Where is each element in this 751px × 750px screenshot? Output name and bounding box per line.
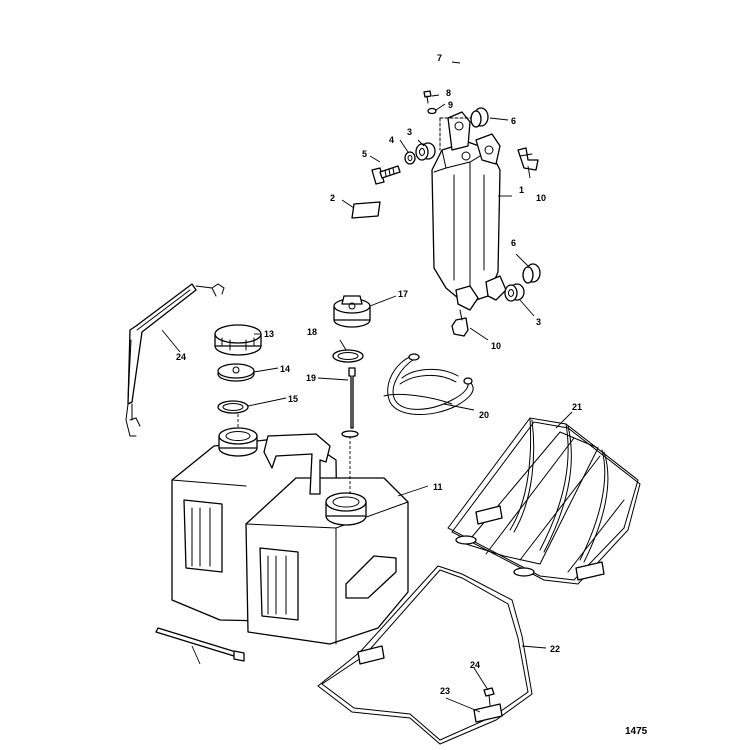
callout-3-upper: 3 [407, 127, 412, 137]
plug-lower [522, 263, 541, 284]
oil-reservoir [431, 111, 507, 311]
callout-9: 9 [448, 100, 453, 110]
callout-7: 7 [437, 53, 442, 63]
washer [404, 151, 416, 165]
callout-10-upper: 10 [536, 193, 546, 203]
callout-2: 2 [330, 193, 335, 203]
callout-18: 20 [479, 410, 489, 420]
screw-22 [483, 687, 495, 706]
bolt [371, 165, 401, 185]
grommet-upper [415, 142, 436, 161]
decal-plate [351, 201, 381, 219]
grommet-lower [504, 283, 525, 302]
callout-19: 21 [572, 402, 582, 412]
callout-16: 18 [307, 327, 317, 337]
callout-1: 1 [519, 185, 524, 195]
leader-lines [161, 94, 573, 713]
callout-3-lower: 3 [536, 317, 541, 327]
callout-22: 24 [470, 660, 480, 670]
tank-tray [447, 417, 641, 585]
screw-small [423, 90, 432, 104]
reservoir-cap [333, 295, 371, 328]
callout-12: 13 [264, 329, 274, 339]
gasket-16 [332, 349, 364, 363]
callout-15: 17 [398, 289, 408, 299]
callout-21: 23 [440, 686, 450, 696]
pickup-tube [341, 367, 359, 438]
fuel-tank [171, 427, 409, 645]
clip-upper [517, 147, 539, 171]
callout-11: 11 [433, 482, 443, 492]
callout-labels: 7 8 9 6 3 4 5 1 10 2 6 17 3 10 13 18 24 … [176, 53, 648, 737]
hose [383, 353, 474, 416]
callout-20: 22 [550, 644, 560, 654]
small-washer [427, 107, 437, 115]
callout-14: 15 [288, 394, 298, 404]
figure-number: 1475 [625, 726, 648, 737]
callout-23: 24 [176, 352, 186, 362]
callout-6-upper: 6 [511, 116, 516, 126]
callout-17: 19 [306, 373, 316, 383]
cap-liner [217, 363, 255, 382]
tank-frame [317, 565, 533, 745]
callout-6-lower: 6 [511, 238, 516, 248]
plug-upper [470, 107, 489, 128]
cable-tie [155, 627, 245, 662]
callout-8: 8 [446, 88, 451, 98]
clip-lower [451, 309, 469, 337]
callout-5: 5 [362, 149, 367, 159]
fuel-cap [214, 324, 262, 356]
callout-13: 14 [280, 364, 290, 374]
tank-strap [125, 283, 225, 437]
part-7-mark [451, 61, 461, 64]
gasket-14 [217, 400, 249, 414]
callout-10-lower: 10 [491, 341, 501, 351]
callout-4: 4 [389, 135, 394, 145]
